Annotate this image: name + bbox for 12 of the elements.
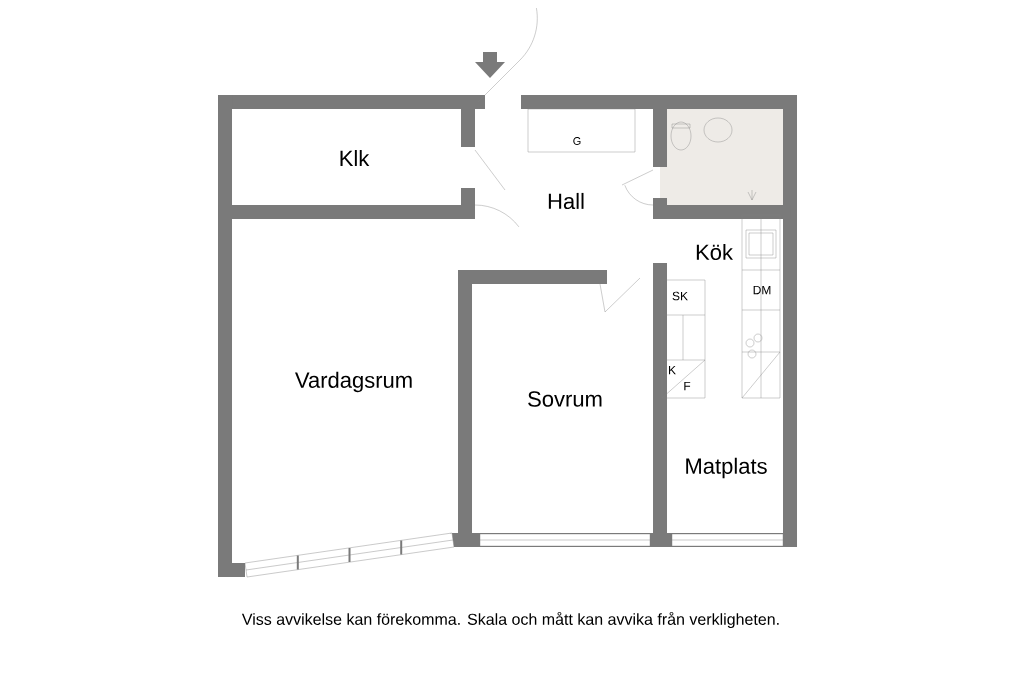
fixture-label: K — [669, 365, 676, 375]
room-label: Kök — [696, 243, 733, 261]
room-label: Vardagsrum — [295, 371, 412, 393]
fixture-label: F — [684, 381, 691, 391]
caption: Viss avvikelse kan förekomma. Skala och mått kan avvika från verkligheten. — [241, 611, 779, 629]
room-label: Sovrum — [528, 391, 602, 407]
room-label: Klk — [340, 150, 370, 166]
room-label: Hall — [548, 192, 584, 210]
room-label: Matplats — [686, 457, 767, 479]
fixture-label: DM — [753, 285, 771, 295]
fixture-label: SK — [672, 291, 688, 301]
fixture-label: G — [573, 137, 581, 145]
